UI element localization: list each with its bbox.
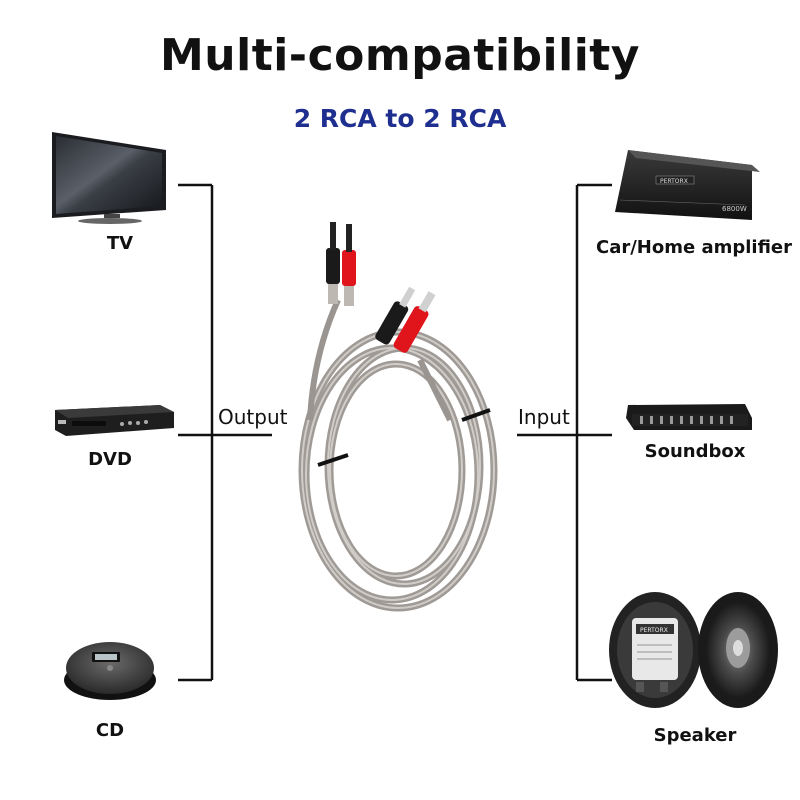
amplifier-brand-text: PERTORX xyxy=(660,178,688,185)
output-label: Output xyxy=(218,405,288,429)
output-bracket xyxy=(178,183,272,682)
cd-player-icon xyxy=(64,642,156,700)
device-label-dvd: DVD xyxy=(88,449,132,470)
speaker-icon xyxy=(609,592,778,708)
tv-icon xyxy=(52,132,166,224)
input-bracket xyxy=(517,183,612,682)
device-label-soundbox: Soundbox xyxy=(644,441,746,462)
rca-cable-icon xyxy=(298,222,498,612)
dvd-player-icon xyxy=(55,405,174,436)
speaker-brand-text: PERTORX xyxy=(640,627,668,634)
device-label-cd: CD xyxy=(95,720,125,741)
input-label: Input xyxy=(518,405,570,429)
equalizer-icon xyxy=(626,404,752,430)
device-label-tv: TV xyxy=(106,233,134,254)
device-label-amplifier: Car/Home amplifier xyxy=(595,237,793,258)
page-subtitle: 2 RCA to 2 RCA xyxy=(293,104,507,133)
page-title: Multi-compatibility xyxy=(160,30,640,81)
device-label-speaker: Speaker xyxy=(653,725,737,746)
amplifier-power-text: 6800W xyxy=(722,205,747,213)
amplifier-icon xyxy=(615,150,760,220)
